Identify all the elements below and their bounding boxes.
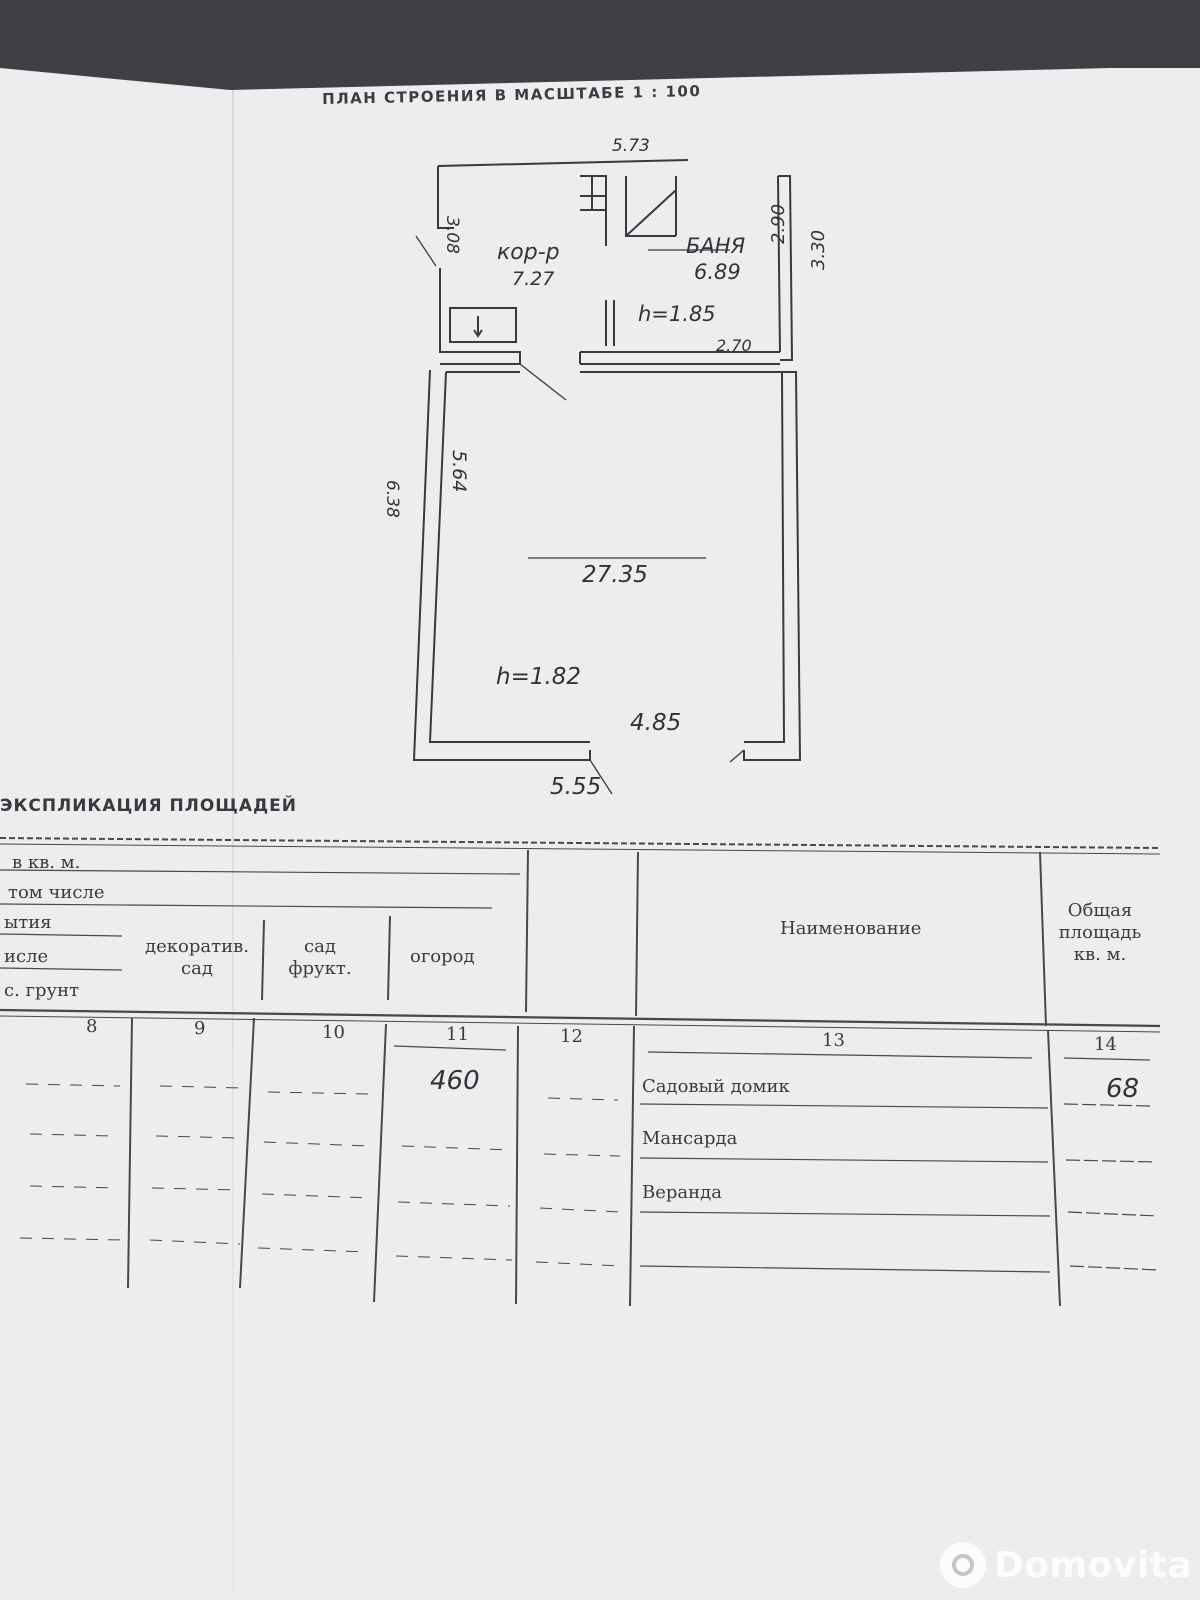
document-page xyxy=(0,68,1200,1600)
dim-bath-width: 2.70 xyxy=(716,336,752,355)
dim-room-inner-width: 4.85 xyxy=(630,710,682,736)
partition xyxy=(605,300,615,346)
header-name: Наименование xyxy=(780,918,922,939)
domovita-logo-icon xyxy=(940,1542,986,1588)
row-0-total: 68 xyxy=(1106,1074,1140,1104)
col-number-13: 13 xyxy=(822,1030,845,1051)
corridor-left-lower xyxy=(439,268,521,365)
page-fold xyxy=(232,90,234,1590)
header-vegetable-garden: огород xyxy=(410,946,475,967)
stove-arrow xyxy=(473,316,483,338)
bath-area: 6.89 xyxy=(694,260,741,284)
header-including: том числе xyxy=(8,882,105,903)
bath-label: БАНЯ xyxy=(686,234,746,258)
row-0-name: Садовый домик xyxy=(642,1076,790,1097)
dim-bottom-width: 5.55 xyxy=(550,774,602,800)
bath-right-inner xyxy=(777,175,781,353)
domovita-watermark: Domovita xyxy=(940,1540,1192,1590)
col-number-14: 14 xyxy=(1094,1034,1117,1055)
main-room-height: h=1.82 xyxy=(496,664,582,690)
header-number: исле xyxy=(4,946,49,967)
corridor-label: кор-р xyxy=(497,240,560,265)
header-ground: с. грунт xyxy=(4,980,80,1001)
door-swing-top xyxy=(519,363,567,401)
main-inner-wall xyxy=(428,371,786,743)
row-2-name: Веранда xyxy=(642,1182,722,1203)
col-number-10: 10 xyxy=(322,1022,345,1043)
bath-right-outer xyxy=(778,175,794,361)
domovita-logo-text: Domovita xyxy=(994,1544,1193,1586)
explication-title: ЭКСПЛИКАЦИЯ ПЛОЩАДЕЙ xyxy=(0,796,297,816)
corridor-left-wall xyxy=(437,166,454,229)
stairs xyxy=(580,175,677,246)
door-swing-bottom xyxy=(589,749,745,795)
col-number-9: 9 xyxy=(194,1018,206,1039)
corridor-area: 7.27 xyxy=(512,268,555,290)
bath-bottom-wall xyxy=(579,351,780,365)
stove xyxy=(449,307,517,343)
header-in-sqm: в кв. м. xyxy=(12,852,81,873)
col-number-8: 8 xyxy=(86,1016,98,1037)
main-outer-wall xyxy=(412,369,802,761)
dim-top-width: 5.73 xyxy=(612,136,650,156)
main-room-area: 27.35 xyxy=(582,562,648,588)
header-bottom-rule xyxy=(0,1008,1161,1028)
row-0-garden-value: 460 xyxy=(430,1066,480,1096)
header-built: ытия xyxy=(4,912,52,933)
row-1-name: Мансарда xyxy=(642,1128,738,1149)
top-wall xyxy=(437,159,689,167)
col-number-11: 11 xyxy=(446,1024,469,1045)
bath-height: h=1.85 xyxy=(638,302,716,326)
col-number-12: 12 xyxy=(560,1026,583,1047)
table-top-rule xyxy=(0,837,1161,849)
corridor-door xyxy=(415,235,437,267)
header-decorative: декоратив.сад xyxy=(145,936,249,979)
